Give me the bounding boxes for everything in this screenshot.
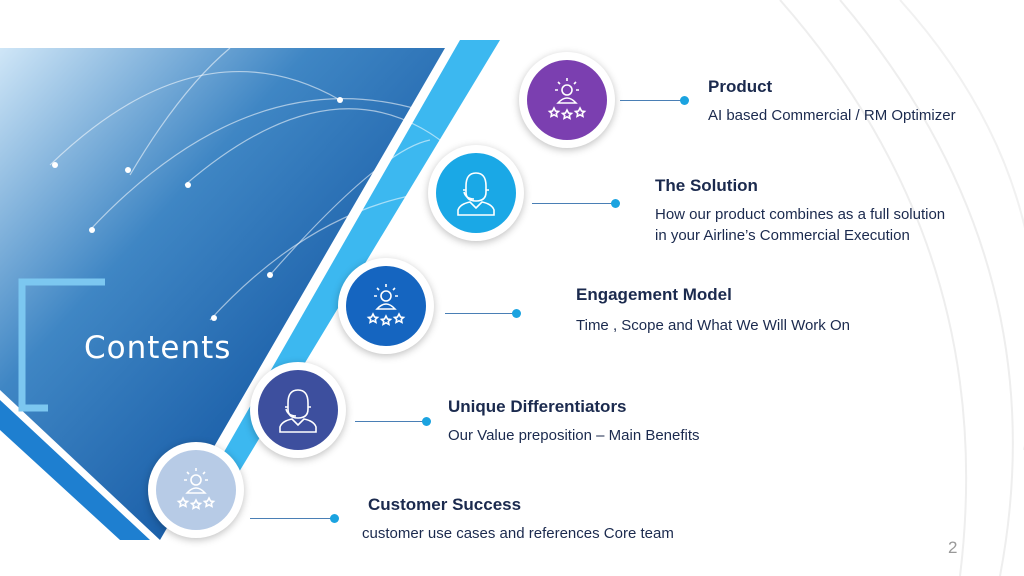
item-title-solution: The Solution bbox=[655, 176, 758, 195]
differentiators-circle bbox=[250, 362, 346, 458]
item-title-engagement: Engagement Model bbox=[576, 285, 732, 304]
world-map-banner bbox=[0, 48, 445, 540]
customer-success-circle bbox=[148, 442, 244, 538]
contents-bracket bbox=[18, 278, 105, 412]
connector-line bbox=[532, 203, 614, 204]
item-title-differentiators: Unique Differentiators bbox=[448, 397, 627, 416]
headset-person-icon bbox=[436, 153, 516, 233]
connector-dot bbox=[330, 514, 339, 523]
connector-dot bbox=[512, 309, 521, 318]
connector-line bbox=[620, 100, 683, 101]
item-desc-customer-success: customer use cases and references Core t… bbox=[362, 525, 674, 542]
connector-line bbox=[250, 518, 333, 519]
engagement-circle bbox=[338, 258, 434, 354]
headset-person-icon bbox=[258, 370, 338, 450]
connector-dot bbox=[611, 199, 620, 208]
item-title-product: Product bbox=[708, 77, 773, 96]
page-number: 2 bbox=[948, 538, 958, 557]
connector-dot bbox=[422, 417, 431, 426]
slide-heading: Contents bbox=[84, 330, 232, 366]
item-desc-product: AI based Commercial / RM Optimizer bbox=[708, 107, 956, 124]
person-stars-icon bbox=[527, 60, 607, 140]
connector-line bbox=[445, 313, 515, 314]
item-title-customer-success: Customer Success bbox=[368, 495, 522, 514]
item-desc-engagement: Time , Scope and What We Will Work On bbox=[576, 317, 850, 334]
person-stars-icon bbox=[346, 266, 426, 346]
item-desc-differentiators: Our Value preposition – Main Benefits bbox=[448, 427, 700, 444]
connector-line bbox=[355, 421, 425, 422]
connector-dot bbox=[680, 96, 689, 105]
product-circle bbox=[519, 52, 615, 148]
item-desc-solution: How our product combines as a full solut… bbox=[655, 206, 946, 223]
person-stars-icon bbox=[156, 450, 236, 530]
item-desc-solution-2: in your Airline’s Commercial Execution bbox=[655, 227, 910, 244]
solution-circle bbox=[428, 145, 524, 241]
